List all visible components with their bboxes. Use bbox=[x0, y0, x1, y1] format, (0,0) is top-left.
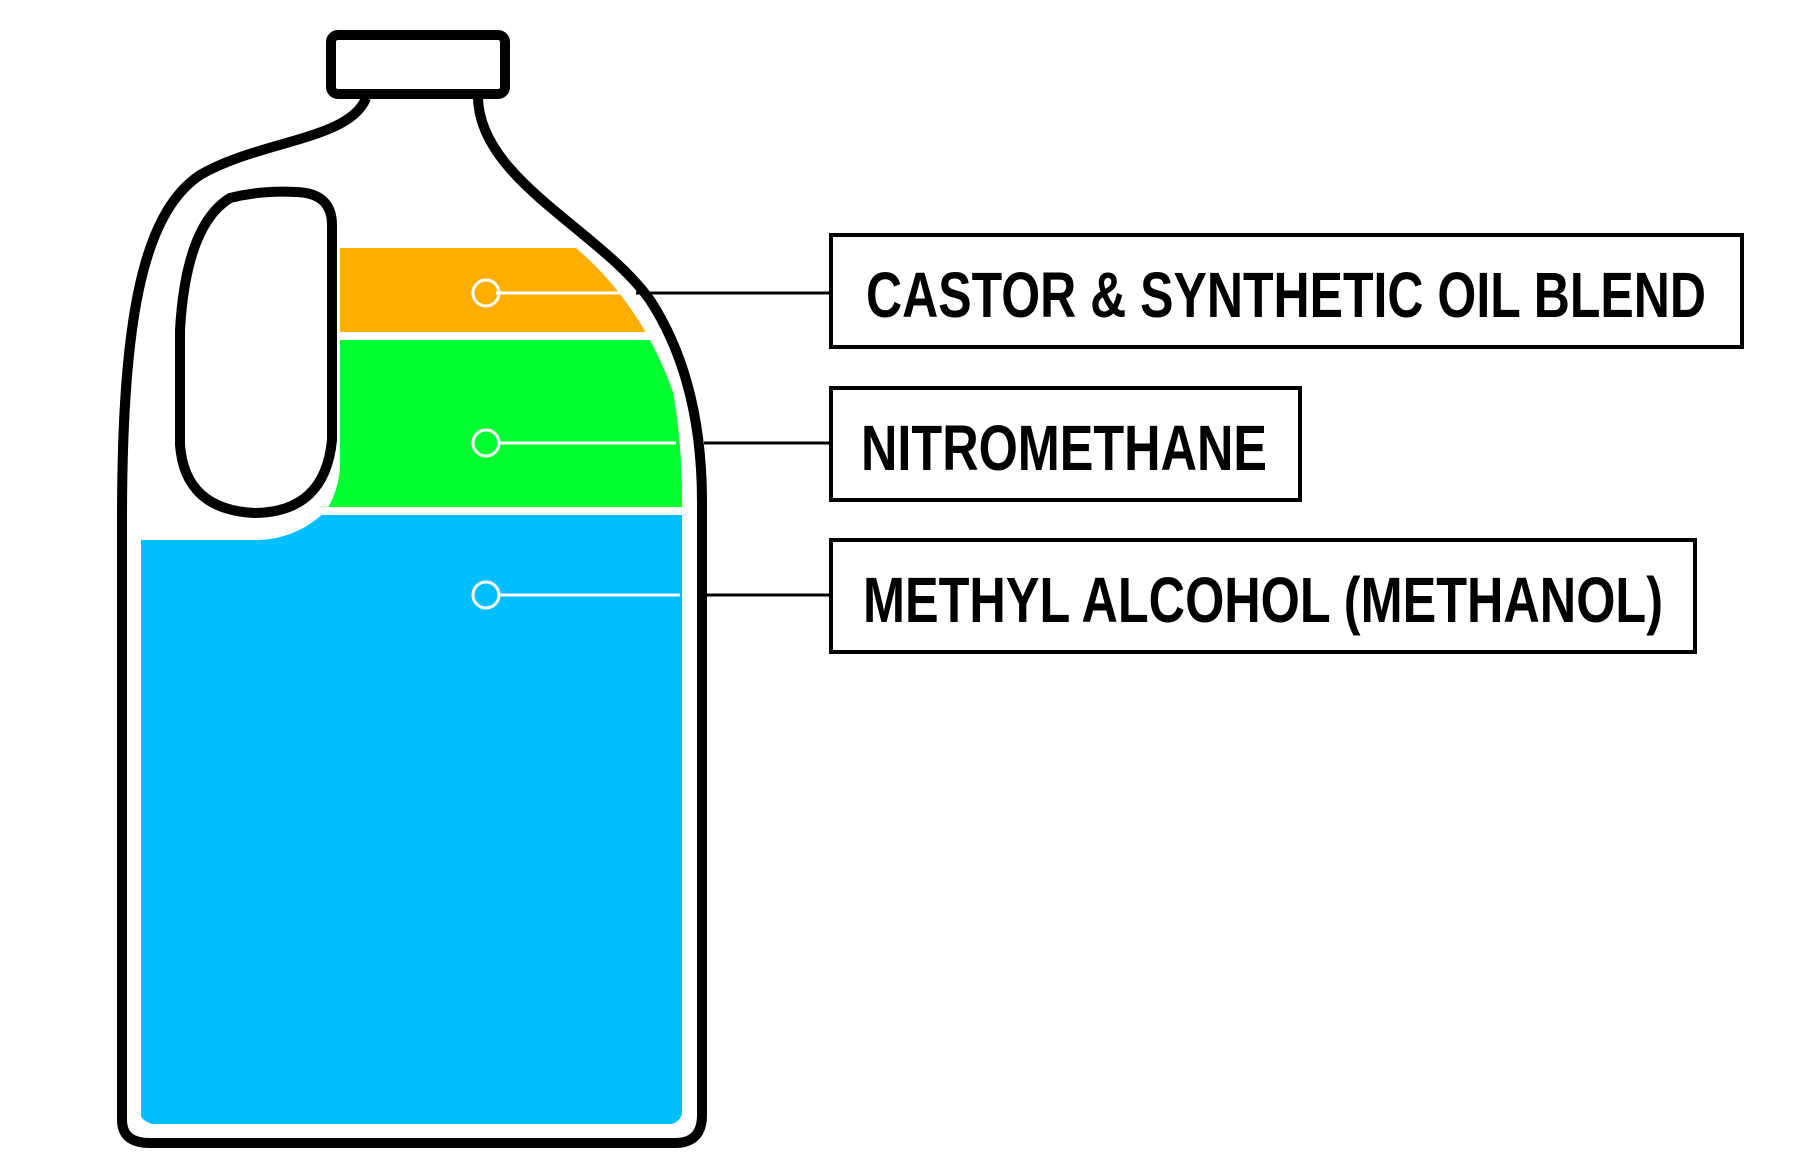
jug-outline bbox=[117, 30, 707, 1148]
nitro-label: NITROMETHANE bbox=[829, 386, 1302, 502]
methanol-label-box bbox=[829, 538, 1697, 654]
nitro-marker bbox=[471, 428, 501, 458]
methanol-label: METHYL ALCOHOL (METHANOL) bbox=[829, 538, 1697, 654]
methanol-marker bbox=[471, 580, 501, 610]
oil-label-box bbox=[829, 233, 1744, 349]
oil-label-text: CASTOR & SYNTHETIC OIL BLEND bbox=[866, 259, 1706, 331]
nitromethane-layer bbox=[141, 340, 682, 507]
liquid-layers bbox=[141, 248, 682, 1124]
oil-blend-layer bbox=[141, 248, 682, 332]
jug-body bbox=[117, 95, 707, 1148]
methanol-layer bbox=[141, 515, 682, 1124]
labels: CASTOR & SYNTHETIC OIL BLEND NITROMETHAN… bbox=[829, 233, 1744, 654]
nitro-label-text: NITROMETHANE bbox=[861, 412, 1267, 484]
jug-handle-hole bbox=[175, 186, 337, 518]
nitro-label-box bbox=[829, 386, 1302, 502]
jug-cap bbox=[326, 30, 510, 99]
oil-label: CASTOR & SYNTHETIC OIL BLEND bbox=[829, 233, 1744, 349]
oil-marker bbox=[471, 278, 501, 308]
leader-lines bbox=[471, 278, 830, 610]
methanol-label-text: METHYL ALCOHOL (METHANOL) bbox=[863, 564, 1663, 636]
